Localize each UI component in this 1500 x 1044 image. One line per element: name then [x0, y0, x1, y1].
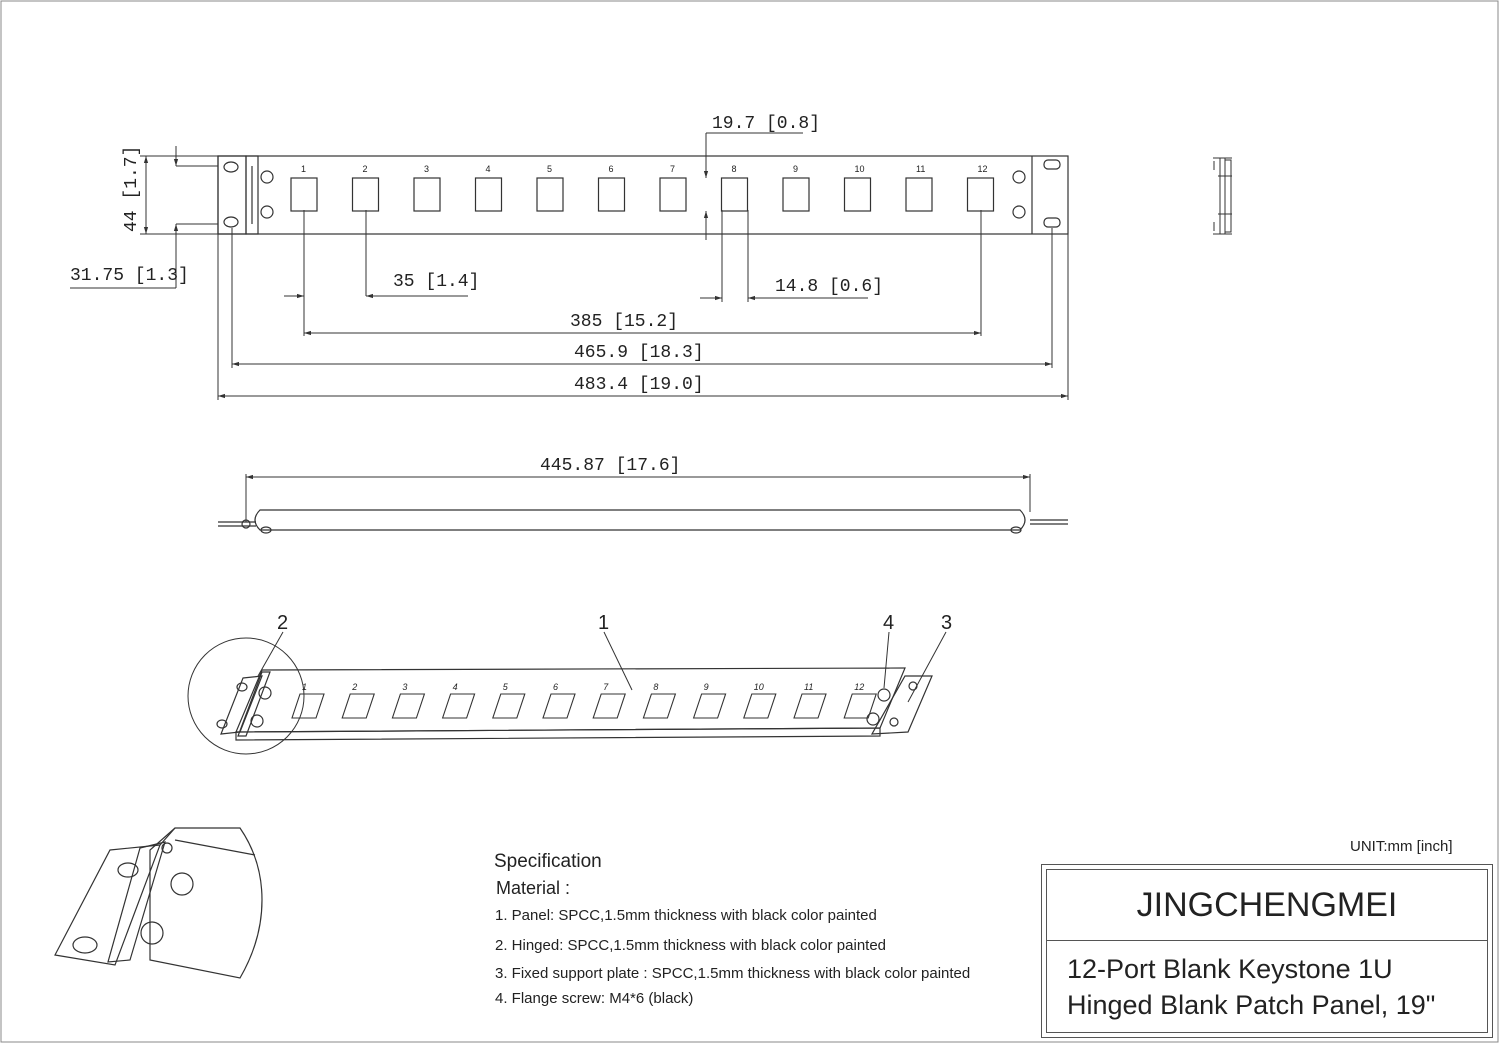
dim-port-pitch: 35 [1.4]: [393, 272, 479, 292]
side-view: [1213, 157, 1232, 235]
spec-title: Specification: [494, 851, 602, 872]
keystone-port: [793, 693, 827, 719]
keystone-port: [905, 177, 933, 212]
keystone-port: [441, 693, 476, 719]
port-number: 9: [704, 682, 709, 692]
panel-body: [217, 155, 1069, 235]
keystone-port: [597, 177, 626, 212]
port-number: 2: [351, 682, 357, 692]
keystone-port: [542, 693, 576, 719]
unit-label: UNIT:mm [inch]: [1350, 838, 1453, 855]
keystone-port: [413, 177, 441, 212]
spec-item: 3. Fixed support plate : SPCC,1.5mm thic…: [495, 965, 971, 982]
dim-mount-offset: 31.75 [1.3]: [70, 266, 189, 286]
keystone-port: [492, 693, 526, 719]
spec-material-label: Material :: [496, 878, 571, 898]
dim-top-length: 445.87 [17.6]: [540, 456, 680, 476]
port-number: 6: [553, 682, 558, 692]
port-number: 6: [609, 164, 614, 174]
port-number: 8: [732, 164, 737, 174]
keystone-port: [291, 693, 325, 719]
port-number: 5: [503, 682, 509, 692]
keystone-port: [966, 177, 995, 212]
product-title-line1: 12-Port Blank Keystone 1U: [1067, 954, 1393, 984]
dim-port-width: 14.8 [0.6]: [775, 277, 883, 297]
title-block: JINGCHENGMEI 12-Port Blank Keystone 1U H…: [1041, 864, 1493, 1038]
mount-hole: [223, 216, 239, 228]
port-number: 5: [547, 164, 552, 174]
keystone-port: [290, 177, 318, 212]
mount-slot: [1043, 159, 1061, 170]
screw-icon: [260, 170, 274, 184]
isometric-view: [187, 631, 947, 755]
keystone-port: [391, 693, 426, 719]
port-number: 3: [424, 164, 429, 174]
dim-port-span: 385 [15.2]: [570, 312, 678, 332]
port-number: 11: [916, 164, 925, 174]
keystone-port: [782, 177, 810, 212]
keystone-port: [659, 177, 687, 212]
port-number: 7: [603, 682, 609, 692]
port-number: 7: [670, 164, 675, 174]
callout-4: 4: [883, 612, 894, 634]
top-view: [218, 474, 1068, 534]
dim-overall-width: 483.4 [19.0]: [574, 375, 704, 395]
hinge-detail: [54, 827, 263, 979]
port-number: 1: [302, 682, 307, 692]
mount-slot: [1043, 217, 1061, 228]
front-dimensions: [70, 132, 1069, 400]
port-number: 4: [486, 164, 491, 174]
port-number: 2: [363, 164, 368, 174]
keystone-port: [692, 693, 727, 719]
port-number: 8: [653, 682, 658, 692]
port-number: 12: [978, 164, 988, 174]
front-view: [217, 155, 1069, 235]
port-number: 10: [855, 164, 865, 174]
spec-item: 4. Flange screw: M4*6 (black): [495, 990, 694, 1007]
product-title-line2: Hinged Blank Patch Panel, 19": [1067, 990, 1436, 1020]
dim-port-gap: 19.7 [0.8]: [712, 114, 820, 134]
keystone-port: [474, 177, 503, 212]
keystone-port: [642, 693, 677, 719]
keystone-port: [720, 177, 749, 212]
spec-item: 1. Panel: SPCC,1.5mm thickness with blac…: [495, 907, 877, 924]
screw-icon: [1012, 170, 1026, 184]
port-number: 10: [754, 682, 764, 692]
keystone-port: [592, 693, 626, 719]
keystone-port: [351, 177, 380, 212]
port-number: 1: [301, 164, 306, 174]
brand-name: JINGCHENGMEI: [1047, 870, 1487, 941]
keystone-port: [536, 177, 564, 212]
keystone-port: [843, 177, 872, 212]
screw-icon: [1012, 205, 1026, 219]
port-number: 11: [804, 682, 813, 692]
callout-1: 1: [598, 612, 609, 634]
screw-icon: [170, 872, 194, 896]
mount-hole: [223, 161, 239, 173]
keystone-port: [743, 693, 777, 719]
screw-icon: [260, 205, 274, 219]
port-number: 12: [854, 682, 864, 692]
keystone-port: [843, 693, 877, 719]
port-number: 4: [453, 682, 458, 692]
callout-3: 3: [941, 612, 952, 634]
title-block-inner: JINGCHENGMEI 12-Port Blank Keystone 1U H…: [1046, 869, 1488, 1033]
port-number: 3: [402, 682, 407, 692]
callout-2: 2: [277, 612, 288, 634]
screw-icon: [140, 921, 164, 945]
dim-hole-span: 465.9 [18.3]: [574, 343, 704, 363]
dim-height: 44 [1.7]: [122, 146, 142, 232]
port-number: 9: [793, 164, 798, 174]
spec-item: 2. Hinged: SPCC,1.5mm thickness with bla…: [495, 937, 887, 954]
keystone-port: [341, 693, 375, 719]
